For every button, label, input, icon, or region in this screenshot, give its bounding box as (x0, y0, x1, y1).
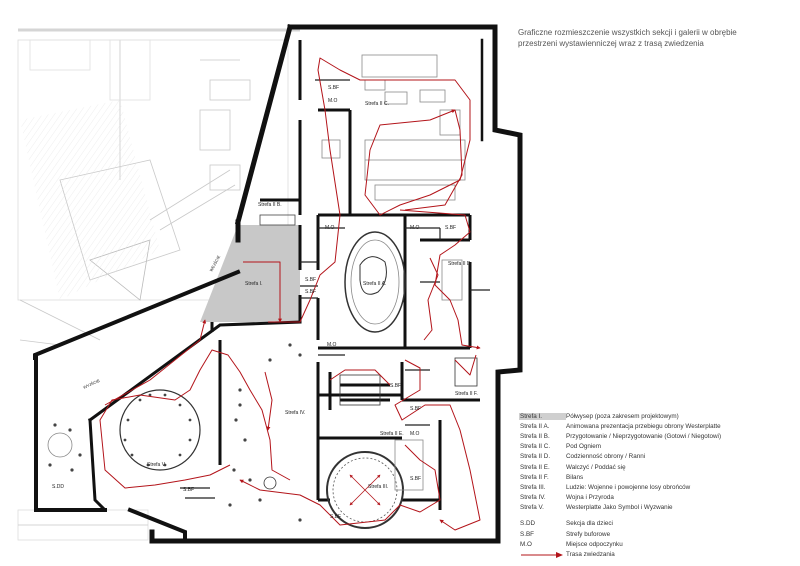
label-sbf-7: S.BF (410, 476, 421, 482)
legend-desc: Animowana prezentacja przebiegu obrony W… (566, 422, 721, 430)
label-strefa-iib: Strefa II B. (258, 202, 282, 208)
legend-code: S.DD (520, 520, 536, 528)
legend-row-mo: M.O Miejsce odpoczynku (520, 539, 790, 549)
visitor-route (99, 57, 481, 531)
legend-row-strefa-iia: Strefa II A. Animowana prezentacja przeb… (520, 421, 790, 431)
legend-desc: Sekcja dla dzieci (566, 520, 613, 528)
label-sbf-6: S.BF (410, 406, 421, 412)
label-strefa-iie: Strefa II E. (380, 431, 404, 437)
legend-row-sbf: S.BF Strefy buforowe (520, 529, 790, 539)
thin-walls (180, 79, 490, 499)
legend-code: Strefa III. (520, 483, 546, 491)
route-arrows-center (349, 474, 381, 506)
legend-code: Strefa II B. (520, 432, 550, 440)
label-mo-1: M.O (328, 98, 338, 104)
label-mo-4: M.O (327, 342, 337, 348)
diagram-title: Graficzne rozmieszczenie wszystkich sekc… (518, 27, 788, 49)
label-sbf-5: S.BF (390, 383, 401, 389)
legend-desc: Miejsce odpoczynku (566, 540, 623, 548)
legend-code: S.BF (520, 530, 534, 538)
label-strefa-iii: Strefa III. (368, 484, 388, 490)
legend-desc: Trasa zwiedzania (566, 551, 615, 559)
legend-desc: Pod Ogniem (566, 443, 602, 451)
label-wyjscie: WYJŚCIE (82, 378, 101, 390)
label-strefa-iif: Strefa II F. (455, 391, 478, 397)
label-sbf-1: S.BF (328, 85, 339, 91)
legend: Strefa I. Półwysep (poza zakresem projek… (519, 411, 790, 560)
legend-code: Strefa II A. (520, 422, 550, 430)
legend-row-route: Trasa zwiedzania (520, 549, 790, 559)
legend-row-strefa-iv: Strefa IV. Wojna i Przyroda (520, 493, 790, 503)
legend-row-strefa-iic: Strefa II C. Pod Ogniem (520, 442, 790, 452)
label-mo-5: M.O (410, 431, 420, 437)
title-line-2: przestrzeni wystawienniczej wraz z trasą… (518, 39, 704, 48)
legend-row-strefa-i: Strefa I. Półwysep (poza zakresem projek… (519, 411, 790, 421)
label-strefa-iid: Strefa II D. (448, 261, 472, 267)
legend-row-sdd: S.DD Sekcja dla dzieci (520, 519, 790, 529)
legend-row-strefa-iid: Strefa II D. Codzienność obrony / Ranni (520, 452, 790, 462)
label-wejscie: WEJŚCIE (208, 254, 221, 272)
legend-desc: Ludzie: Wojenne i powojenne losy obrońcó… (566, 483, 691, 491)
legend-row-strefa-iib: Strefa II B. Przygotowanie / Nieprzygoto… (520, 431, 790, 441)
legend-desc: Codzienność obrony / Ranni (566, 453, 646, 461)
legend-code: Strefa II C. (520, 443, 551, 451)
label-sbf-3: S.BF (305, 289, 316, 295)
legend-desc: Westerplatte Jako Symbol i Wyzwanie (566, 504, 673, 512)
label-sbf-8: S.BF (183, 487, 194, 493)
legend-row-strefa-iif: Strefa II F. Bilans (520, 472, 790, 482)
legend-code: Strefa I. (519, 412, 566, 420)
label-strefa-v: Strefa V. (147, 462, 166, 468)
label-mo-3: M.O (410, 225, 420, 231)
legend-desc: Walczyć / Poddać się (566, 463, 626, 471)
exhibits (47, 54, 478, 529)
label-sbf-4: S.BF (445, 225, 456, 231)
legend-code: Strefa II E. (520, 463, 550, 471)
legend-row-strefa-iie: Strefa II E. Walczyć / Poddać się (520, 462, 790, 472)
route-arrow-icon (520, 551, 566, 559)
label-sbf-9: S.BF (330, 514, 341, 520)
legend-code: Strefa II D. (520, 453, 551, 461)
label-strefa-i: Strefa I. (245, 281, 263, 287)
title-line-1: Graficzne rozmieszczenie wszystkich sekc… (518, 28, 737, 37)
legend-desc: Strefy buforowe (566, 530, 611, 538)
legend-code: Strefa II F. (520, 473, 549, 481)
label-sbf-2: S.BF (305, 277, 316, 283)
legend-code: Strefa V. (520, 504, 544, 512)
legend-desc: Przygotowanie / Nieprzygotowanie (Gotowi… (566, 432, 722, 440)
legend-code: M.O (520, 540, 532, 548)
exhibit-dots (48, 343, 302, 522)
label-strefa-iv: Strefa IV. (285, 410, 305, 416)
label-sdd: S.DD (52, 484, 64, 490)
legend-row-strefa-v: Strefa V. Westerplatte Jako Symbol i Wyz… (520, 503, 790, 513)
legend-row-strefa-iii: Strefa III. Ludzie: Wojenne i powojenne … (520, 482, 790, 492)
legend-desc: Wojna i Przyroda (566, 494, 614, 502)
legend-desc: Półwysep (poza zakresem projektowym) (566, 412, 679, 420)
legend-code: Strefa IV. (520, 494, 546, 502)
outer-walls (33, 23, 523, 544)
label-strefa-iic: Strefa II C. (365, 101, 389, 107)
label-mo-2: M.O (325, 225, 335, 231)
label-strefa-iia: Strefa II A. (363, 281, 386, 287)
legend-desc: Bilans (566, 473, 584, 481)
